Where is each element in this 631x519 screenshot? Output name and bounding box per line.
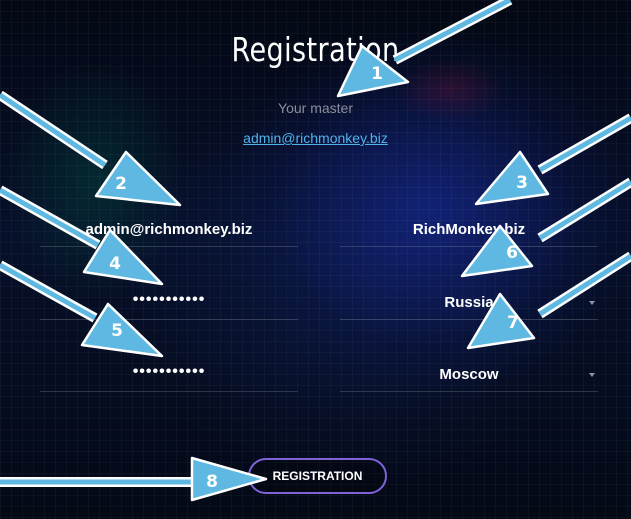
email-value: admin@richmonkey.biz (85, 221, 253, 238)
country-value: Russia (444, 294, 494, 311)
chevron-down-icon (589, 301, 595, 305)
country-select[interactable]: Russia (340, 279, 598, 320)
password-confirm-value: ••••••••••• (132, 363, 206, 380)
password-confirm-field[interactable]: ••••••••••• (40, 351, 298, 392)
email-field[interactable]: admin@richmonkey.biz (40, 206, 298, 247)
city-value: Moscow (439, 366, 499, 383)
master-email-link[interactable]: admin@richmonkey.biz (243, 130, 388, 146)
registration-button[interactable]: REGISTRATION (248, 458, 387, 494)
password-value: ••••••••••• (132, 291, 206, 308)
login-field[interactable]: RichMonkey.biz (340, 206, 598, 247)
login-value: RichMonkey.biz (412, 221, 526, 238)
city-select[interactable]: Moscow (340, 351, 598, 392)
chevron-down-icon (589, 373, 595, 377)
page-title: Registration (231, 30, 400, 69)
master-label: Your master (278, 100, 353, 116)
password-field[interactable]: ••••••••••• (40, 279, 298, 320)
